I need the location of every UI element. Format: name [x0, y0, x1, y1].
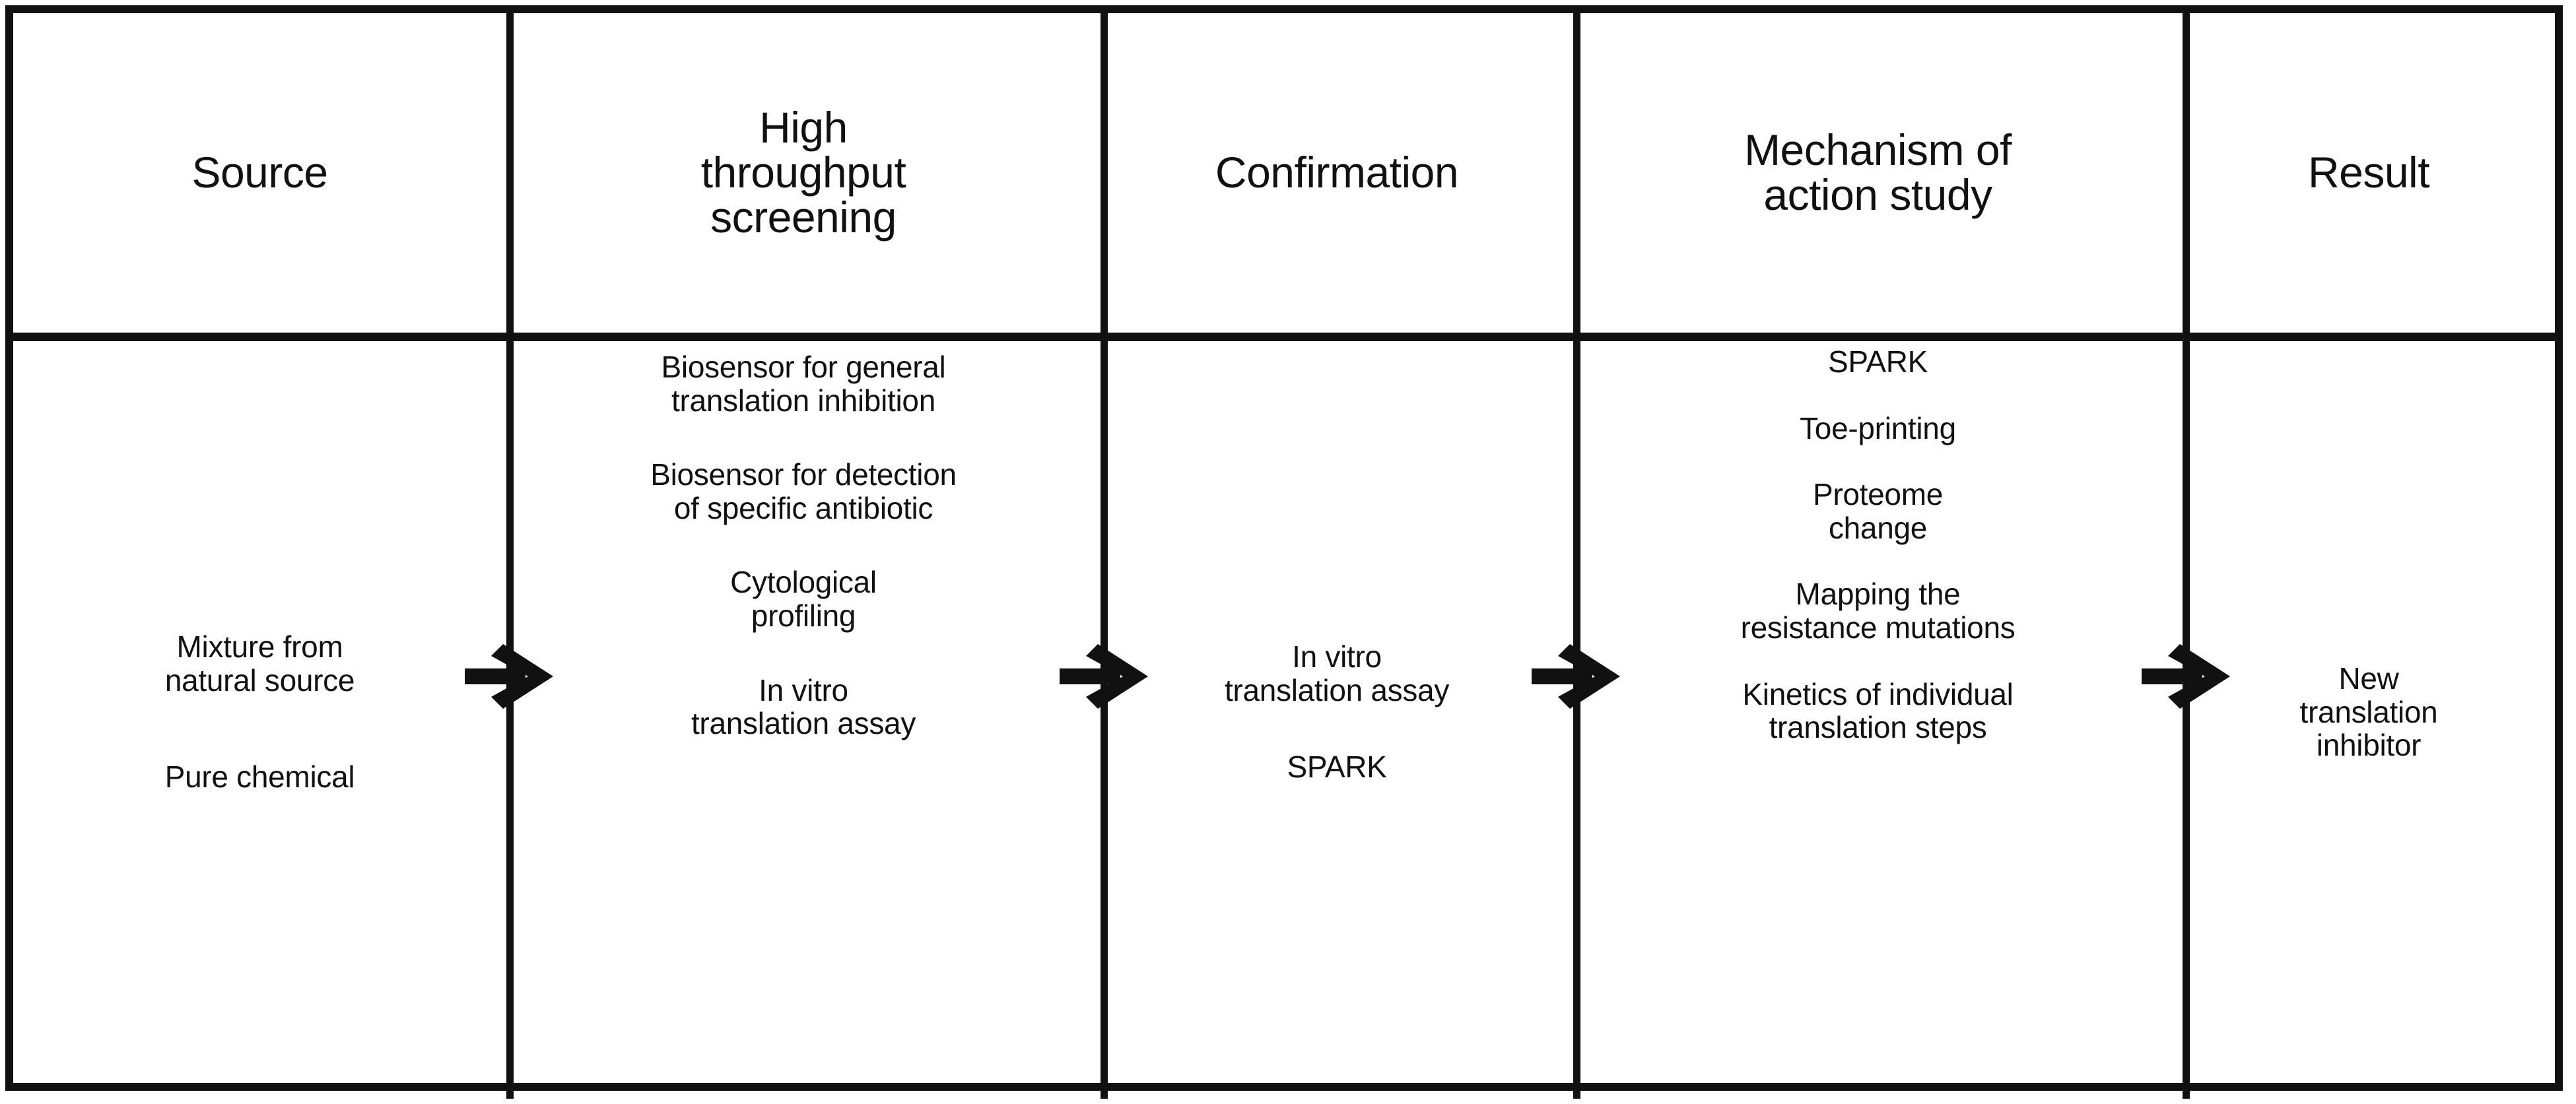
- column-divider-1: [506, 13, 514, 1099]
- header-body-divider: [13, 333, 2555, 341]
- header-label-high-throughput-screening: High throughput screening: [700, 103, 906, 242]
- header-label-source: Source: [191, 148, 328, 197]
- header-cell-high-throughput-screening: High throughput screening: [506, 13, 1101, 333]
- header-label-mechanism-of-action-study: Mechanism of action study: [1744, 125, 2012, 219]
- list-item: Cytological profiling: [730, 565, 877, 633]
- column-divider-2: [1101, 13, 1108, 1099]
- body-row: Mixture from natural source Pure chemica…: [13, 341, 2555, 1083]
- header-cell-result: Result: [2183, 13, 2555, 333]
- workflow-table: Source High throughput screening Confirm…: [5, 5, 2563, 1099]
- column-divider-3: [1573, 13, 1580, 1099]
- list-item: Mixture from natural source: [164, 630, 355, 698]
- list-item: SPARK: [1827, 344, 1928, 379]
- list-item: In vitro translation assay: [1224, 639, 1450, 707]
- list-item: Pure chemical: [164, 760, 355, 795]
- list-item: Toe-printing: [1800, 410, 1956, 445]
- list-item: Proteome change: [1812, 477, 1944, 545]
- body-cell-mechanism-of-action-study: SPARK Toe-printing Proteome change Mappi…: [1573, 341, 2183, 1083]
- body-cell-source: Mixture from natural source Pure chemica…: [13, 341, 506, 1083]
- list-item: Mapping the resistance mutations: [1740, 577, 2016, 645]
- list-item: SPARK: [1287, 750, 1387, 785]
- list-item: Biosensor for general translation inhibi…: [661, 350, 946, 418]
- body-cell-result: New translation inhibitor: [2183, 341, 2555, 1083]
- header-cell-confirmation: Confirmation: [1101, 13, 1573, 333]
- header-cell-source: Source: [13, 13, 506, 333]
- header-label-confirmation: Confirmation: [1215, 148, 1459, 197]
- header-cell-mechanism-of-action-study: Mechanism of action study: [1573, 13, 2183, 333]
- list-item: Biosensor for detection of specific anti…: [650, 457, 957, 525]
- header-label-result: Result: [2307, 148, 2430, 197]
- body-cell-high-throughput-screening: Biosensor for general translation inhibi…: [506, 341, 1101, 1083]
- list-item: Kinetics of individual translation steps: [1742, 676, 2014, 745]
- body-cell-confirmation: In vitro translation assay SPARK: [1101, 341, 1573, 1083]
- header-row: Source High throughput screening Confirm…: [13, 13, 2555, 333]
- list-item: In vitro translation assay: [691, 672, 916, 741]
- column-divider-4: [2183, 13, 2190, 1099]
- list-item: New translation inhibitor: [2299, 661, 2438, 763]
